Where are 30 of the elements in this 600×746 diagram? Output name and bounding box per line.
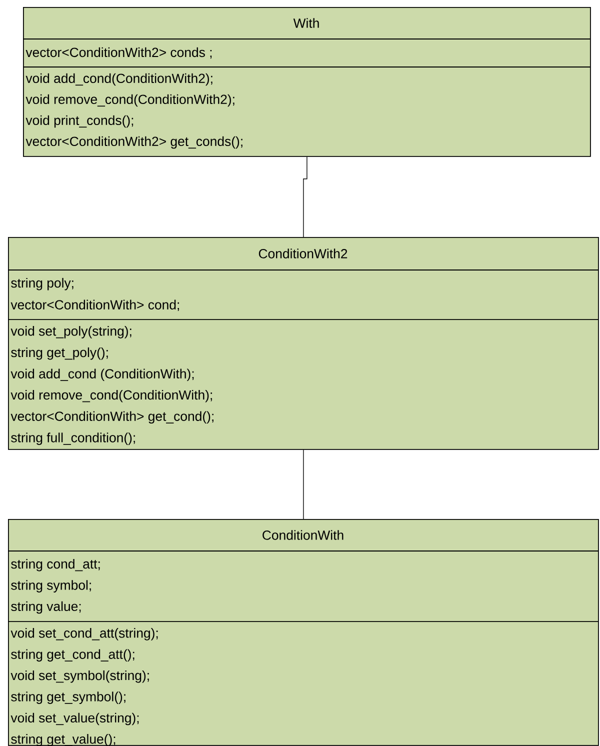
class-name: ConditionWith (262, 530, 344, 540)
association-line (303, 156, 308, 238)
method-text: void set_symbol(string); (10, 670, 149, 683)
class-box (22, 7, 591, 157)
method-text: string get_value(); (11, 734, 116, 746)
method-text: string full_condition(); (11, 432, 135, 445)
class-name: With (293, 18, 319, 28)
method-text: void remove_cond(ConditionWith); (10, 390, 212, 402)
association-line (303, 450, 304, 520)
attribute-text: vector<ConditionWith> cond; (10, 300, 179, 312)
method-text: void add_cond(ConditionWith2); (26, 73, 212, 86)
class-box (8, 237, 599, 450)
class-name: ConditionWith2 (258, 248, 348, 258)
method-text: vector<ConditionWith> get_cond(); (10, 411, 214, 424)
method-text: void print_conds(); (26, 115, 134, 128)
attribute-text: vector<ConditionWith2> conds ; (26, 47, 212, 59)
method-text: void remove_cond(ConditionWith2); (26, 94, 234, 107)
attribute-text: string cond_att; (11, 558, 100, 572)
class-box (8, 519, 599, 746)
method-text: void set_value(string); (10, 712, 139, 726)
method-text: void set_cond_att(string); (10, 628, 158, 640)
attribute-text: string poly; (11, 278, 74, 290)
method-text: string get_symbol(); (11, 692, 126, 704)
method-text: string get_cond_att(); (11, 649, 134, 662)
method-text: void add_cond (ConditionWith); (10, 368, 194, 382)
method-text: string get_poly(); (11, 347, 108, 360)
method-text: vector<ConditionWith2> get_conds(); (26, 136, 242, 149)
attribute-text: string value; (11, 601, 81, 614)
method-text: void set_poly(string); (10, 326, 132, 338)
attribute-text: string symbol; (11, 580, 91, 592)
